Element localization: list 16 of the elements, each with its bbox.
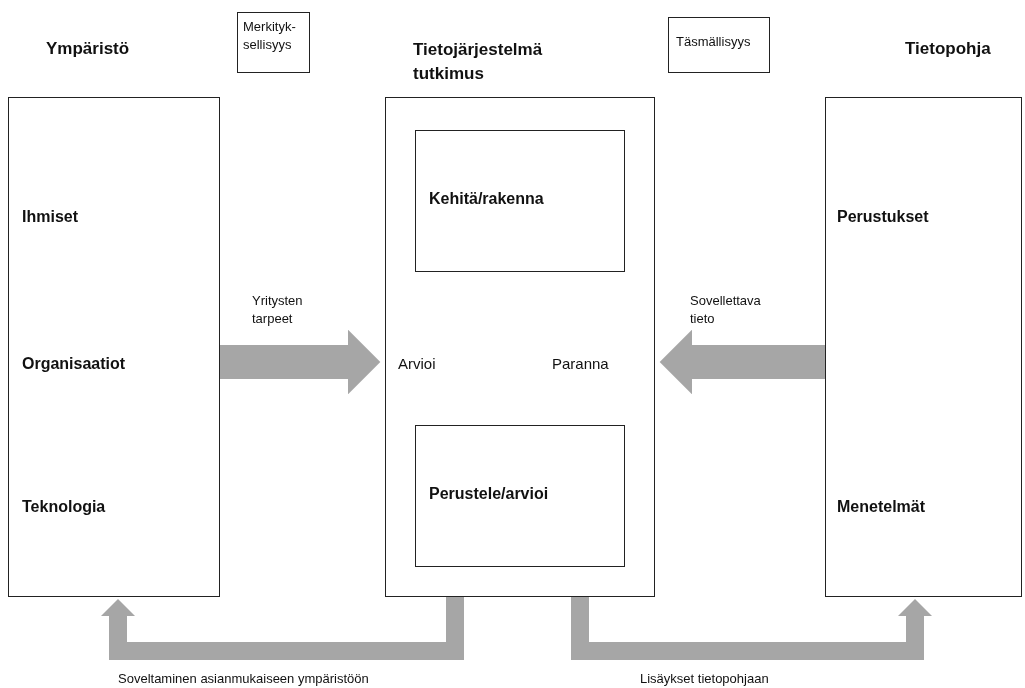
box-label: Arvioi [398,355,436,372]
box-label: Menetelmät [837,498,926,516]
box-heading: Ympäristö [46,38,131,60]
box-label: Paranna [552,355,609,372]
box-label: Perustukset [837,208,929,226]
box-label: Organisaatiot [22,355,126,373]
box-label: Merkityk- sellisyys [243,18,297,54]
box-label: Ihmiset [22,208,78,226]
box-label: Täsmällisyys [676,33,752,51]
box-label: Teknologia [22,498,106,516]
box-heading: Tietojärjestelmä tutkimus [413,39,544,85]
box-label: Kehitä/rakenna [429,190,544,208]
box-label: Perustele/arvioi [429,485,549,503]
arrow [220,329,381,395]
box-heading: Tietopohja [905,38,992,60]
arrow [659,329,827,395]
